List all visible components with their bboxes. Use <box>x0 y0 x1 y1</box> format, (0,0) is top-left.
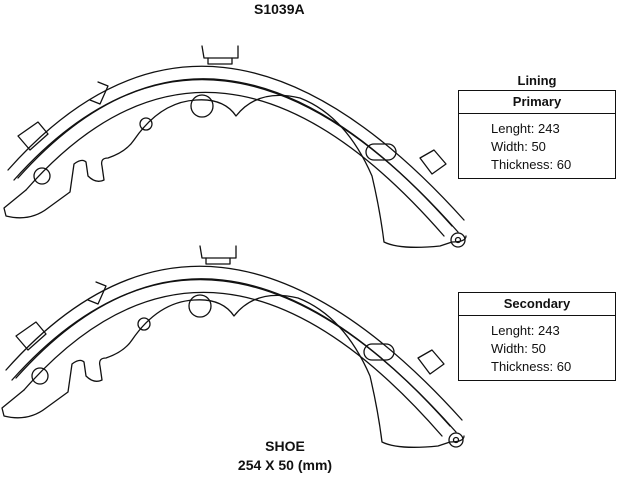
secondary-length: Lenght: 243 <box>491 323 560 338</box>
part-number: S1039A <box>254 1 305 17</box>
secondary-spec-table: Secondary Lenght: 243 Width: 50 Thicknes… <box>458 292 616 381</box>
primary-width: Width: 50 <box>491 139 546 154</box>
primary-shoe-outline <box>3 45 467 248</box>
secondary-thickness: Thickness: 60 <box>491 359 572 374</box>
primary-spec-body: Lenght: 243 Width: 50 Thickness: 60 <box>459 114 615 174</box>
primary-heading: Primary <box>459 91 615 114</box>
primary-length: Lenght: 243 <box>491 121 560 136</box>
shoe-dimensions: 254 X 50 (mm) <box>237 457 333 473</box>
shoe-title: SHOE <box>265 438 305 454</box>
secondary-heading: Secondary <box>459 293 615 316</box>
secondary-shoe-outline <box>1 245 465 448</box>
lining-label: Lining <box>517 73 557 88</box>
secondary-spec-body: Lenght: 243 Width: 50 Thickness: 60 <box>459 316 615 376</box>
primary-spec-table: Primary Lenght: 243 Width: 50 Thickness:… <box>458 90 616 179</box>
shoe-label: SHOE 254 X 50 (mm) <box>196 437 374 475</box>
primary-thickness: Thickness: 60 <box>491 157 572 172</box>
secondary-width: Width: 50 <box>491 341 546 356</box>
